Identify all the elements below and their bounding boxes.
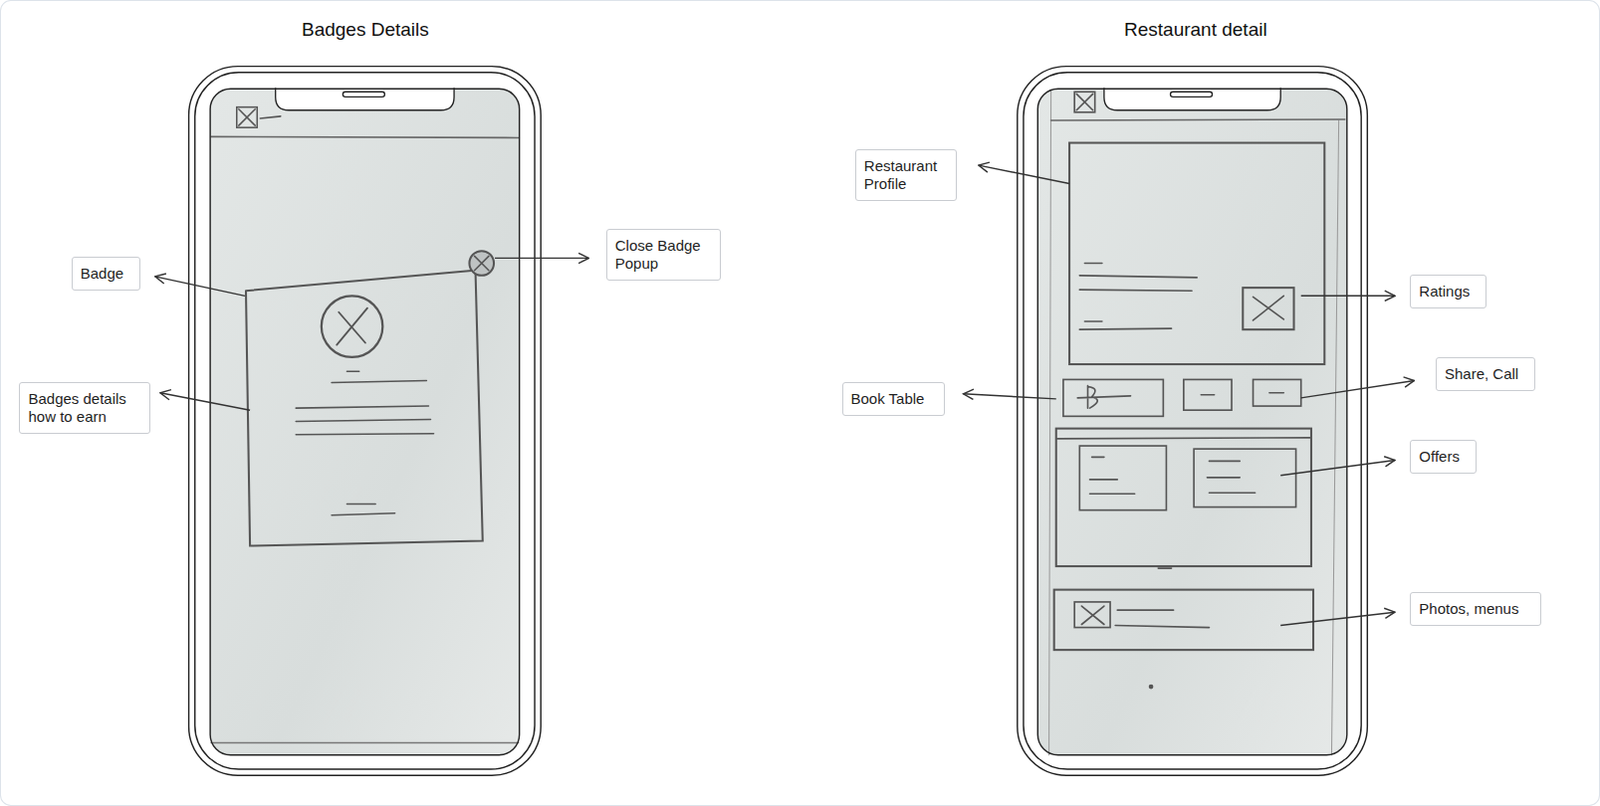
callout-box: Badge [71,256,142,291]
callout-text: Badge [80,264,133,283]
callout-text: Photos, menus [1418,600,1532,619]
callout-text: Offers [1418,448,1468,466]
panel-title: Restaurant detail [1124,18,1268,41]
callout-box: Close Badge Popup [606,228,721,281]
leader-lines [155,165,1415,626]
callout-box: Book Table [842,382,946,417]
leader-line [978,165,1070,184]
callout-text: Share, Call [1444,365,1527,384]
leader-line [155,276,245,296]
phone-sketch-right [1017,66,1369,777]
leader-line [1280,612,1395,626]
callout-text: Ratings [1418,282,1478,301]
leader-line [160,393,250,411]
leader-line [962,394,1056,400]
callout-box: Offers [1409,440,1477,474]
callout-text: Restaurant Profile [864,157,948,194]
callout-text: Badges details how to earn [27,390,141,427]
callout-box: Photos, menus [1409,592,1541,627]
callout-box: Badges details how to earn [18,382,150,435]
callout-box: Ratings [1409,274,1487,309]
leader-line [1301,380,1415,398]
phone-sketch-left [189,66,542,777]
leader-line [1280,459,1395,475]
callout-box: Share, Call [1435,357,1536,392]
leader-line [494,257,589,259]
leader-line [1301,295,1395,297]
callout-box: Restaurant Profile [855,149,957,202]
panel-title: Badges Details [301,18,430,41]
callout-text: Close Badge Popup [615,236,712,273]
callout-text: Book Table [851,390,937,409]
